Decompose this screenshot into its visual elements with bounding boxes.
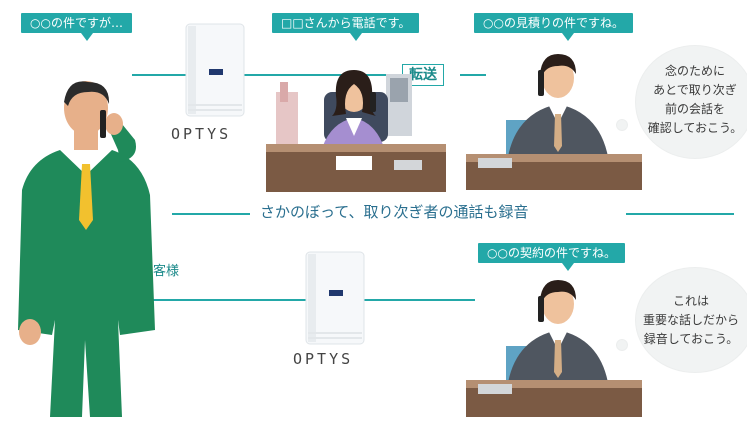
thought-line: 重要な話しだから bbox=[642, 313, 739, 327]
flow-line-top-mid bbox=[230, 74, 400, 76]
thought-cloud-agent2 bbox=[636, 268, 747, 372]
thought-bubble-dot bbox=[617, 120, 627, 130]
recorder-device-bottom bbox=[304, 250, 366, 346]
thought-bubble-dot bbox=[617, 340, 627, 350]
caller-businessman bbox=[10, 80, 160, 417]
thought-line: 念のために bbox=[664, 64, 725, 78]
device-label-bottom: OPTYS bbox=[293, 350, 354, 368]
thought-text-agent2: これは 重要な話しだから 録音しておこう。 bbox=[628, 292, 747, 349]
banner-line-right bbox=[626, 213, 734, 215]
device-label-top: OPTYS bbox=[171, 125, 232, 143]
thought-line: これは bbox=[672, 294, 709, 308]
recording-banner: さかのぼって、取り次ぎ者の通話も録音 bbox=[250, 200, 539, 224]
caller-speech-bubble: ○○の件ですが… bbox=[21, 13, 132, 41]
agent1-scene bbox=[466, 42, 642, 190]
flow-line-bottom bbox=[135, 299, 475, 301]
banner-line-left bbox=[172, 213, 250, 215]
operator-scene bbox=[266, 52, 446, 192]
agent2-speech-bubble: ○○の契約の件ですね。 bbox=[478, 243, 625, 271]
transfer-label: 転送 bbox=[402, 64, 444, 86]
thought-line: 前の会話を bbox=[664, 102, 725, 116]
agent-at-desk-icon bbox=[466, 280, 642, 417]
thought-line: 録音しておこう。 bbox=[643, 332, 739, 346]
thought-line: 確認しておこう。 bbox=[647, 121, 743, 135]
recorder-device-icon bbox=[305, 251, 365, 345]
operator-woman-icon bbox=[266, 70, 446, 192]
thought-text-agent1: 念のために あとで取り次ぎ 前の会話を 確認しておこう。 bbox=[632, 62, 747, 138]
recorder-device-icon bbox=[185, 23, 245, 117]
recorder-device-top bbox=[184, 22, 246, 118]
businessman-icon bbox=[18, 81, 155, 417]
thought-line: あとで取り次ぎ bbox=[653, 83, 737, 97]
agent-at-desk-icon bbox=[466, 54, 642, 190]
agent2-scene bbox=[466, 270, 642, 417]
thought-cloud-agent1 bbox=[636, 46, 747, 158]
agent1-speech-bubble: ○○の見積りの件ですね。 bbox=[474, 13, 633, 41]
flow-line-transfer bbox=[460, 74, 486, 76]
operator-speech-bubble: □□さんから電話です。 bbox=[272, 13, 420, 41]
